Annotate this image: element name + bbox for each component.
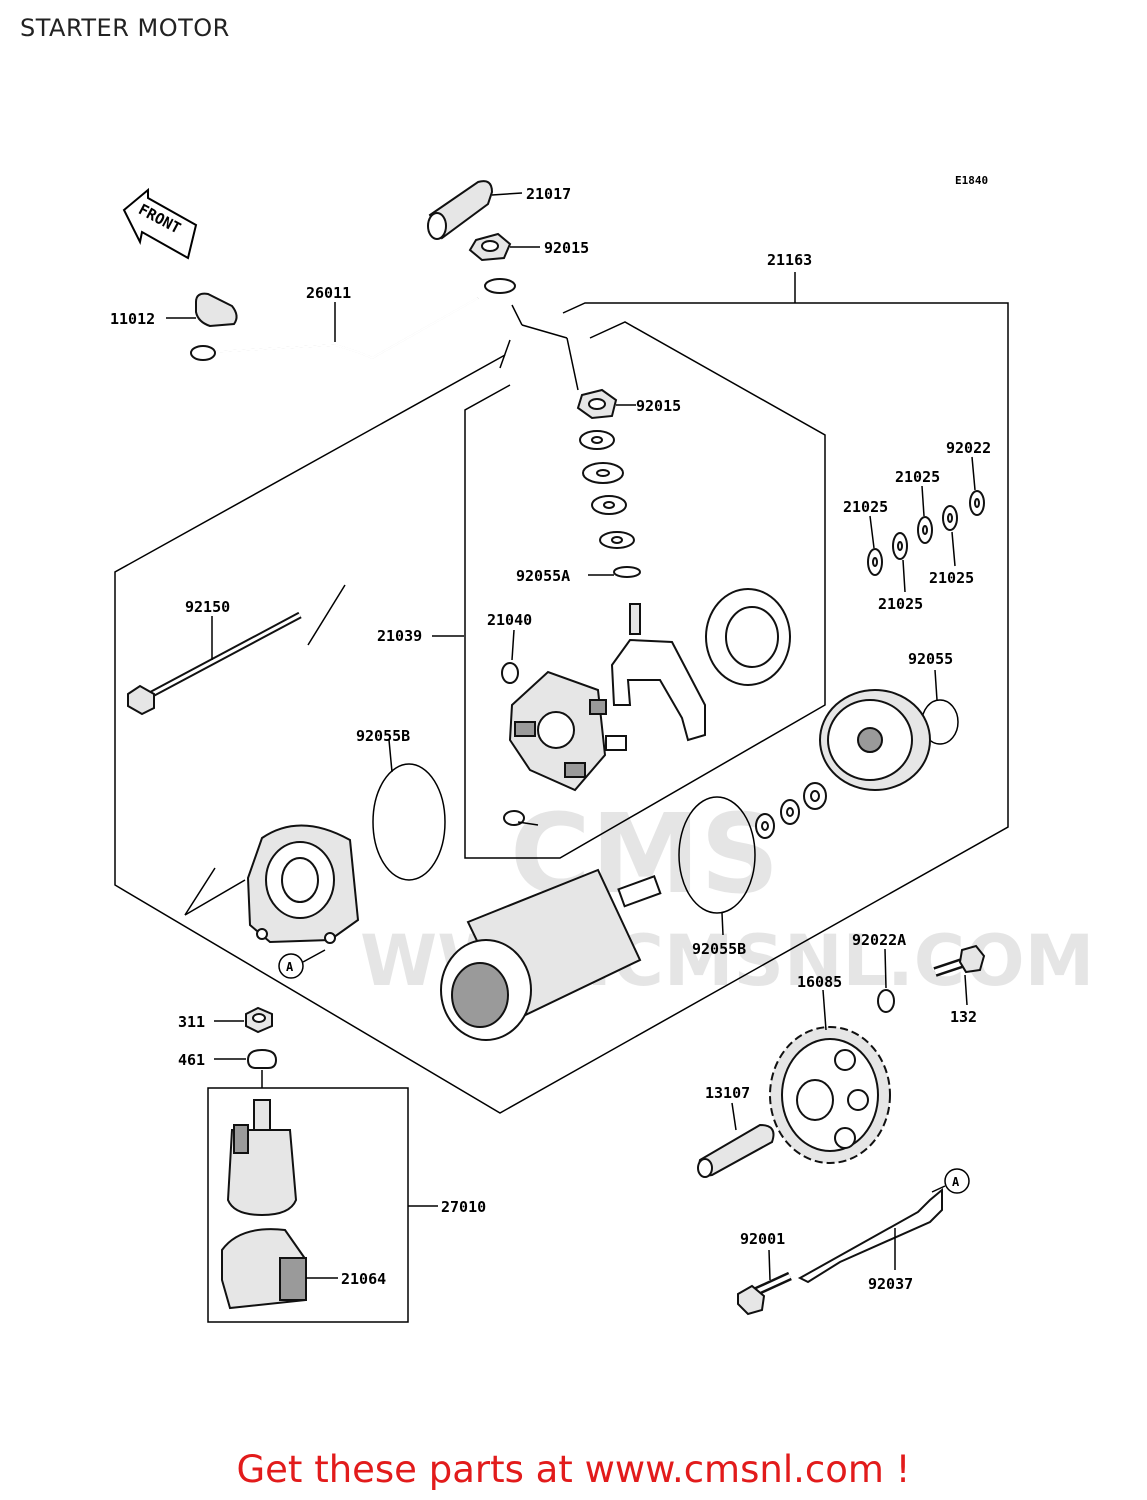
part-21064-cover bbox=[221, 1228, 307, 1310]
part-21017-cap bbox=[427, 180, 494, 240]
label-21025-d: 21025 bbox=[878, 595, 923, 613]
part-21039-brush-holder bbox=[508, 670, 627, 792]
part-92055b-oring-right bbox=[678, 796, 756, 914]
sub-assembly-outline bbox=[464, 321, 826, 859]
shaft-washers bbox=[755, 782, 827, 839]
part-21040-spring bbox=[501, 662, 539, 826]
label-92150: 92150 bbox=[185, 598, 230, 616]
part-27010-solenoid bbox=[226, 1099, 298, 1217]
label-11012: 11012 bbox=[110, 310, 155, 328]
part-92037-clamp bbox=[797, 1187, 943, 1284]
starter-yoke bbox=[440, 868, 662, 1041]
label-92015-mid: 92015 bbox=[636, 397, 681, 415]
label-92015-top: 92015 bbox=[544, 239, 589, 257]
end-seal bbox=[705, 588, 791, 686]
assembly-outline bbox=[114, 302, 1009, 1114]
parts-diagram: FRONT bbox=[110, 174, 1009, 1323]
label-21025-a: 21025 bbox=[895, 468, 940, 486]
part-92055b-oring-left bbox=[372, 763, 446, 881]
washer-stack bbox=[579, 430, 641, 578]
label-92055: 92055 bbox=[908, 650, 953, 668]
part-132-bolt bbox=[933, 944, 986, 977]
label-92001: 92001 bbox=[740, 1230, 785, 1248]
part-16085-gear bbox=[769, 1026, 891, 1164]
label-16085: 16085 bbox=[797, 973, 842, 991]
front-cover bbox=[246, 824, 360, 944]
label-461: 461 bbox=[178, 1051, 205, 1069]
label-21064: 21064 bbox=[341, 1270, 386, 1288]
solenoid-box bbox=[207, 1087, 409, 1323]
part-11012-cap bbox=[195, 292, 238, 328]
label-21039: 21039 bbox=[377, 627, 422, 645]
front-arrow-icon: FRONT bbox=[122, 187, 198, 260]
label-13107: 13107 bbox=[705, 1084, 750, 1102]
washers-right bbox=[867, 490, 985, 576]
label-92022a: 92022A bbox=[852, 931, 906, 949]
label-21025-c: 21025 bbox=[929, 569, 974, 587]
ref-a-right-circle bbox=[944, 1168, 970, 1194]
part-13107-shaft bbox=[697, 1123, 775, 1178]
part-92001-bolt bbox=[737, 1271, 792, 1316]
label-27010: 27010 bbox=[441, 1198, 486, 1216]
ref-a-left: A bbox=[286, 960, 294, 974]
terminal-bracket bbox=[610, 603, 706, 742]
label-26011: 26011 bbox=[306, 284, 351, 302]
page-title: STARTER MOTOR bbox=[20, 14, 230, 42]
label-92037: 92037 bbox=[868, 1275, 913, 1293]
part-311-nut bbox=[245, 1006, 273, 1034]
diagram-code: E1840 bbox=[955, 174, 988, 187]
part-92015-nut-top bbox=[468, 232, 512, 262]
label-92055a: 92055A bbox=[516, 567, 570, 585]
label-21017: 21017 bbox=[526, 185, 571, 203]
label-92055b-right: 92055B bbox=[692, 940, 746, 958]
rear-cover bbox=[819, 689, 931, 791]
part-461-clip bbox=[246, 1048, 278, 1069]
ref-a-left-circle bbox=[278, 953, 304, 979]
label-21163: 21163 bbox=[767, 251, 812, 269]
label-311: 311 bbox=[178, 1013, 205, 1031]
part-92150-bolt bbox=[127, 611, 302, 716]
part-92022a-washer bbox=[877, 989, 895, 1013]
label-21025-b: 21025 bbox=[843, 498, 888, 516]
label-21040: 21040 bbox=[487, 611, 532, 629]
label-132: 132 bbox=[950, 1008, 977, 1026]
footer-promo[interactable]: Get these parts at www.cmsnl.com ! bbox=[236, 1448, 911, 1491]
part-26011-cable bbox=[190, 278, 516, 361]
part-92015-nut-mid bbox=[576, 388, 618, 420]
label-92022: 92022 bbox=[946, 439, 991, 457]
label-92055b-left: 92055B bbox=[356, 727, 410, 745]
ref-a-right: A bbox=[952, 1175, 960, 1189]
